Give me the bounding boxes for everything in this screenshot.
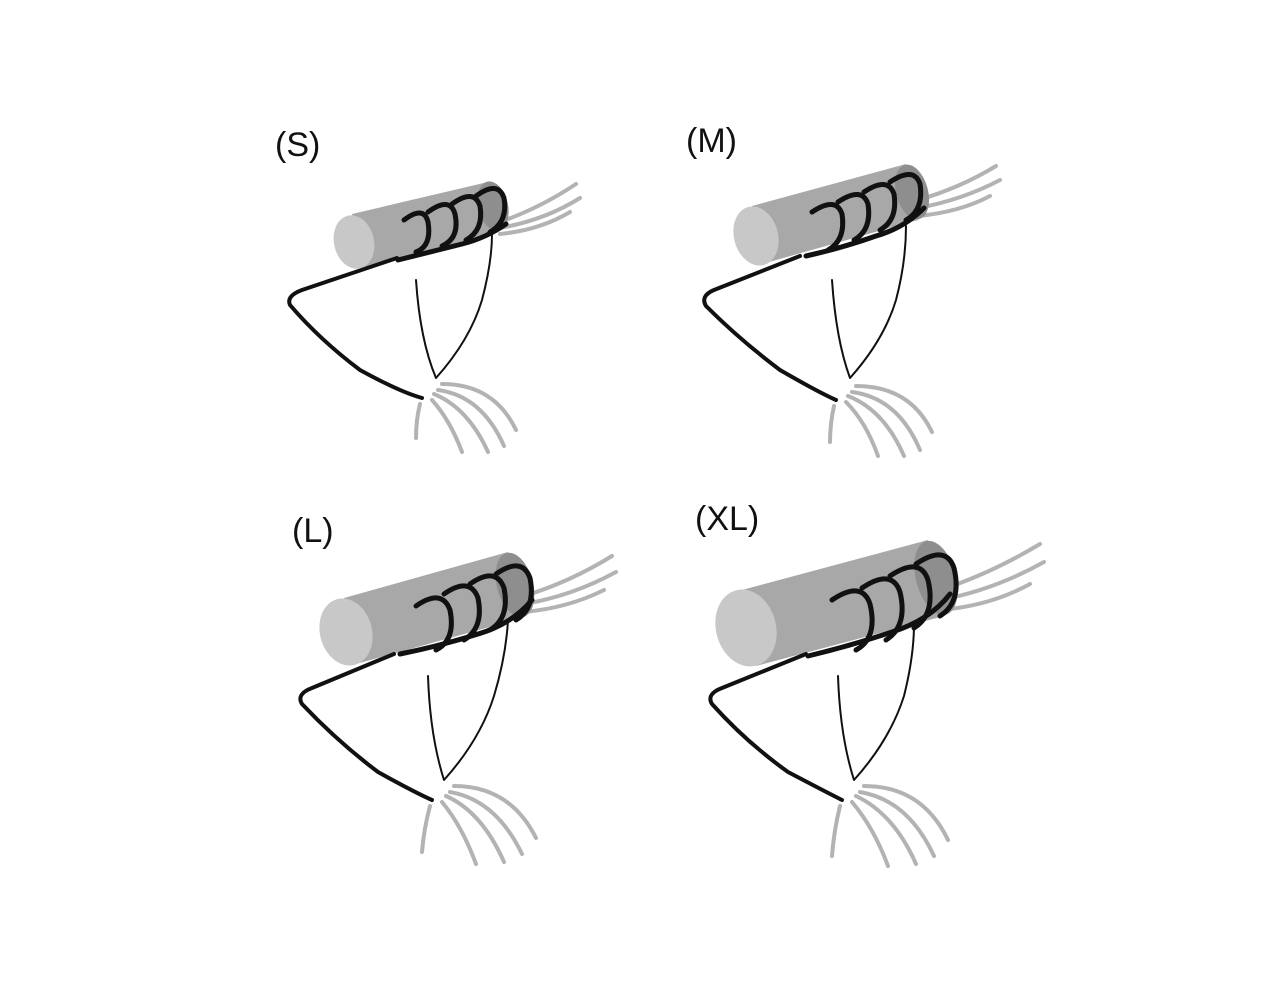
eye-outline-xl — [708, 623, 915, 802]
lash-wraps-s — [395, 186, 509, 263]
size-label-l: (L) — [292, 512, 334, 550]
lower-lashes-xl — [830, 784, 950, 868]
lower-lashes-s — [414, 382, 518, 454]
lash-wraps-xl — [805, 552, 959, 659]
eye-outline-m — [702, 225, 907, 402]
upper-lashes-l — [522, 554, 618, 614]
size-label-xl: (XL) — [695, 500, 760, 538]
lash-wraps-l — [397, 563, 535, 657]
eye-outline-l — [298, 619, 509, 802]
eye-outline-s — [287, 233, 493, 400]
upper-lashes-m — [916, 164, 1002, 218]
size-label-m: (M) — [686, 122, 737, 160]
lower-lashes-m — [828, 384, 934, 458]
panel-xl — [708, 540, 1046, 868]
panel-l — [298, 552, 618, 866]
lower-lashes-l — [420, 784, 538, 866]
rod-m — [733, 164, 930, 266]
size-label-s: (S) — [275, 126, 321, 164]
lash-wraps-m — [803, 172, 927, 259]
upper-lashes-s — [498, 182, 582, 236]
panel-s — [287, 181, 582, 454]
panel-m — [702, 164, 1002, 458]
